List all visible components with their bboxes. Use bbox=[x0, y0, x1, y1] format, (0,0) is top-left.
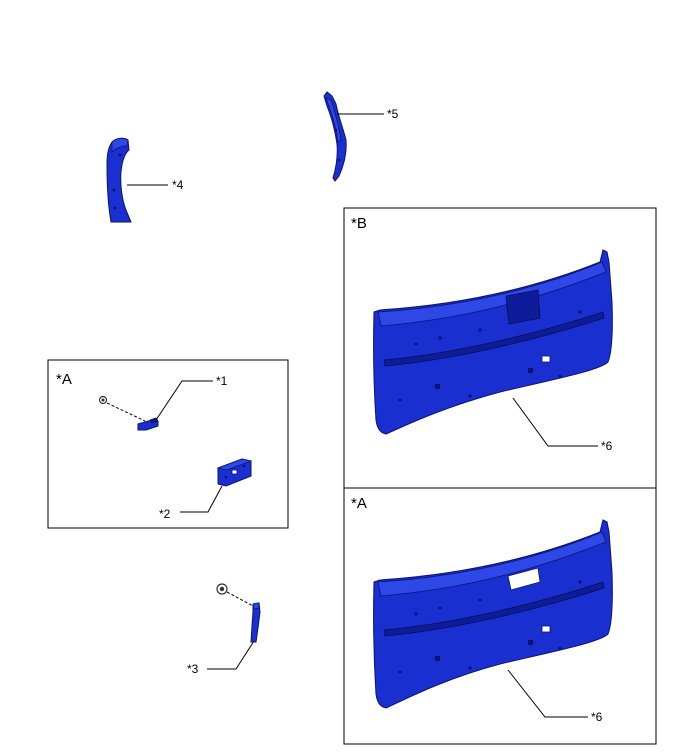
handle-part-3 bbox=[250, 602, 261, 643]
detail-box-a bbox=[47, 359, 289, 529]
screw-clip-1 bbox=[98, 395, 108, 405]
door-trim-panel-b bbox=[373, 249, 613, 435]
install-path-3 bbox=[226, 591, 254, 607]
leader-3 bbox=[207, 640, 255, 670]
callout-4: *4 bbox=[172, 178, 184, 192]
callout-3: *3 bbox=[187, 662, 199, 676]
door-trim-panel-a bbox=[373, 519, 613, 709]
leader-2 bbox=[180, 485, 223, 513]
callout-2: *2 bbox=[159, 507, 171, 521]
cover-part-2 bbox=[216, 458, 253, 487]
callout-6-bottom: *6 bbox=[591, 710, 603, 724]
pillar-garnish-part-4 bbox=[106, 137, 132, 223]
detail-box-a-door bbox=[343, 487, 657, 745]
install-path-1 bbox=[106, 402, 146, 422]
leader-1 bbox=[155, 380, 213, 421]
detail-box-b-label: *B bbox=[351, 215, 367, 232]
callout-1: *1 bbox=[216, 374, 228, 388]
garnish-strip-part-5 bbox=[323, 91, 347, 182]
screw-clip-3 bbox=[216, 583, 228, 595]
callout-5: *5 bbox=[387, 107, 399, 121]
leader-6-top bbox=[512, 397, 598, 447]
callout-6-top: *6 bbox=[601, 439, 613, 453]
bracket-part-1 bbox=[137, 417, 159, 431]
detail-box-a-door-label: *A bbox=[351, 495, 367, 512]
leader-6-bottom bbox=[507, 669, 588, 718]
detail-box-a-label: *A bbox=[56, 371, 72, 388]
